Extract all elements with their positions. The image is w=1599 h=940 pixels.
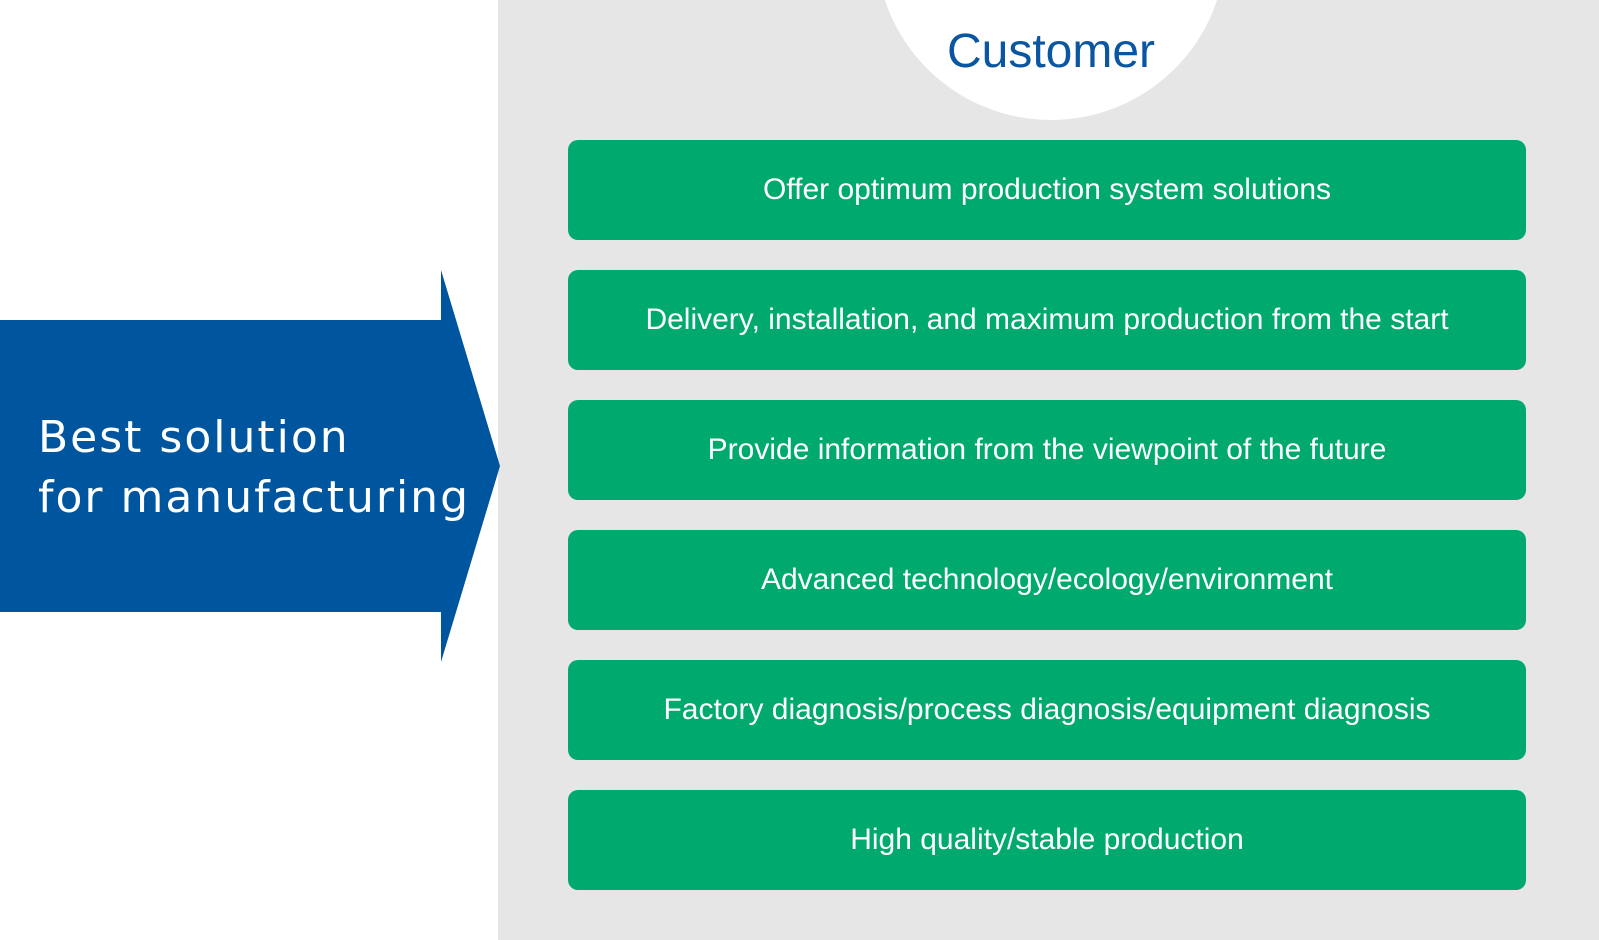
solution-item: High quality/stable production bbox=[568, 790, 1526, 890]
solution-item: Delivery, installation, and maximum prod… bbox=[568, 270, 1526, 370]
solution-item: Advanced technology/ecology/environment bbox=[568, 530, 1526, 630]
solution-item: Factory diagnosis/process diagnosis/equi… bbox=[568, 660, 1526, 760]
arrow-label: Best solution for manufacturing bbox=[38, 408, 470, 528]
solution-list: Offer optimum production system solution… bbox=[568, 140, 1526, 920]
solution-item: Offer optimum production system solution… bbox=[568, 140, 1526, 240]
arrow-label-line2: for manufacturing bbox=[38, 472, 470, 523]
customer-label: Customer bbox=[946, 25, 1156, 78]
solution-item: Provide information from the viewpoint o… bbox=[568, 400, 1526, 500]
arrow-shape bbox=[0, 270, 500, 662]
right-arrow-icon bbox=[0, 270, 500, 662]
arrow-label-line1: Best solution bbox=[38, 412, 350, 463]
